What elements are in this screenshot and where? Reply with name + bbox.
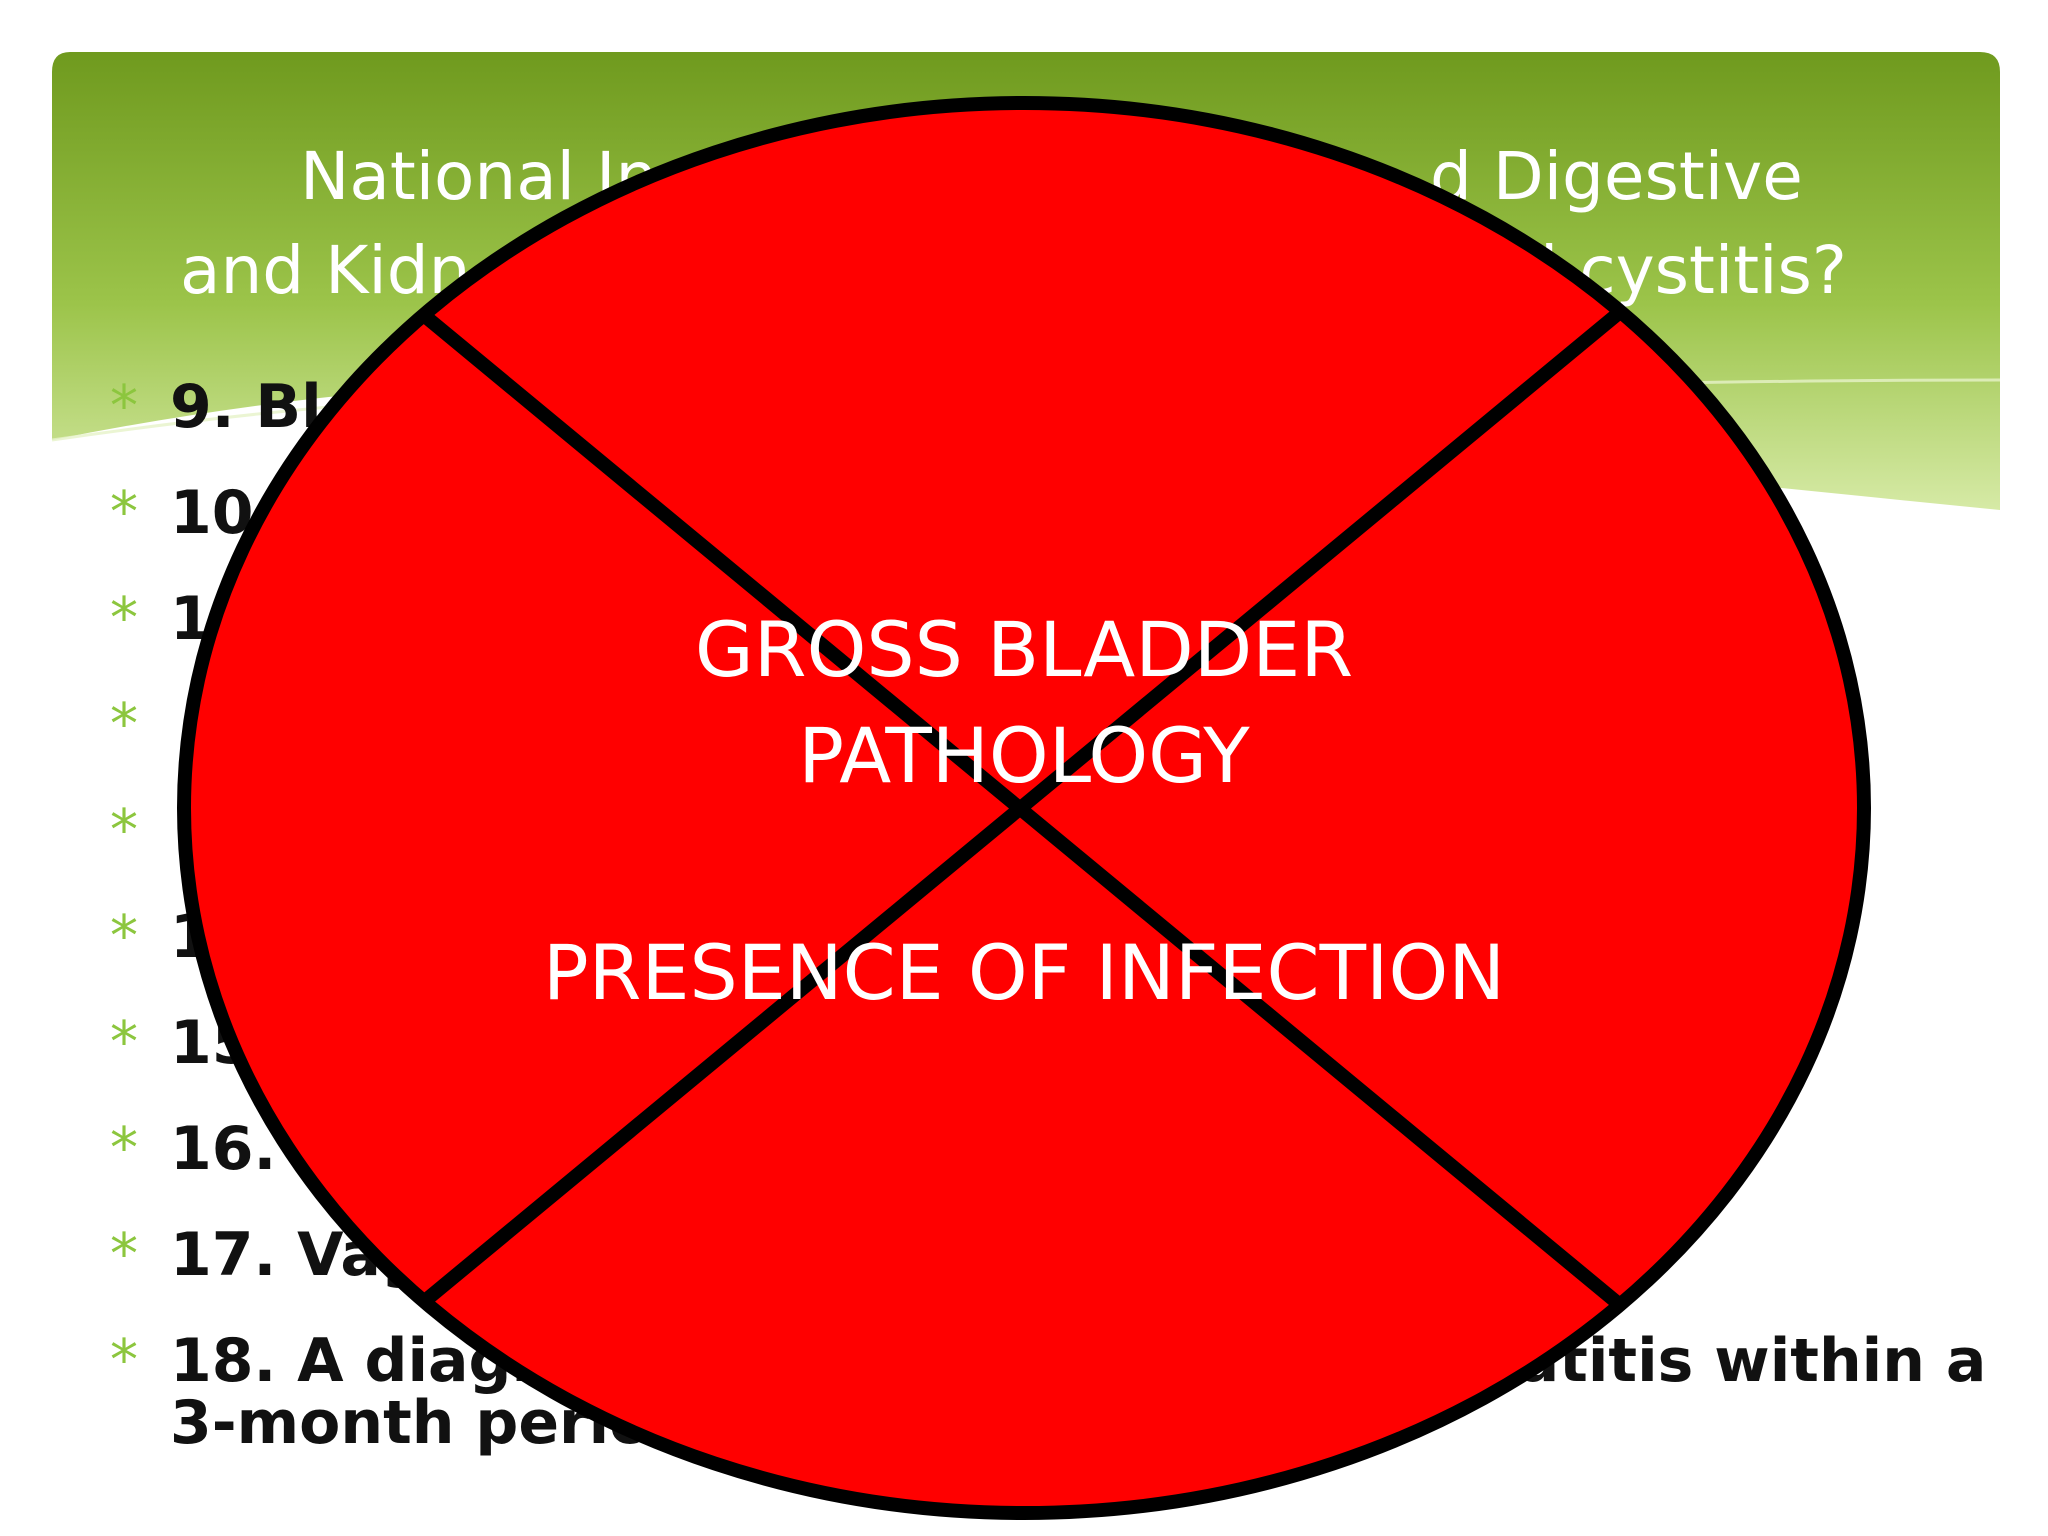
overlay-label-line1: GROSS BLADDER xyxy=(694,605,1354,694)
bullet-icon: * xyxy=(110,1116,138,1181)
overlay-label-line3: PRESENCE OF INFECTION xyxy=(542,928,1506,1017)
title-line1-right: d Digestive xyxy=(1430,138,1803,215)
bullet-icon: * xyxy=(110,904,138,969)
bullet-icon: * xyxy=(110,798,138,863)
bullet-icon: * xyxy=(110,692,138,757)
bullet-icon: * xyxy=(110,586,138,651)
title-line2-left: and Kidn xyxy=(180,232,471,309)
x-stroke-2 xyxy=(415,306,1625,1311)
overlay-label-line2: PATHOLOGY xyxy=(798,711,1250,800)
bullet-icon: * xyxy=(110,1328,138,1393)
bullet-icon: * xyxy=(110,1222,138,1287)
bullet-icon: * xyxy=(110,374,138,439)
bullet-text: 10 xyxy=(170,478,254,548)
bullet-text: 9. Bl xyxy=(170,372,322,442)
bullet-icon: * xyxy=(110,480,138,545)
bullet-icon: * xyxy=(110,1010,138,1075)
